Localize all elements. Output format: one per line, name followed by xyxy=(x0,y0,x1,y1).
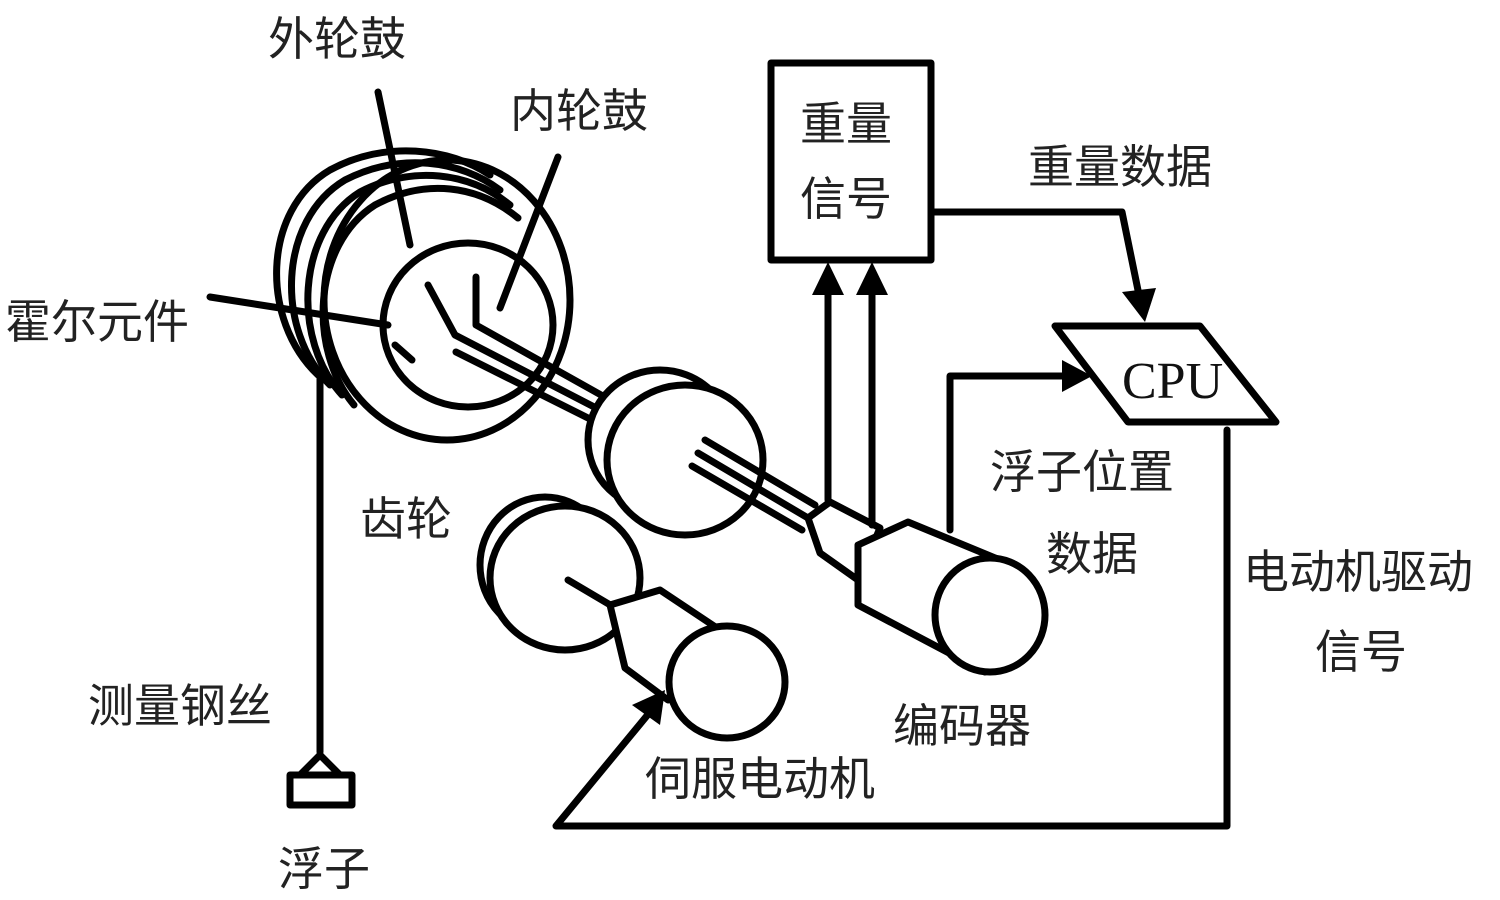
float-position-line xyxy=(946,372,1074,534)
weight-signal-box xyxy=(767,59,935,264)
shaft-line-2 xyxy=(452,348,600,426)
shaft-line-1 xyxy=(451,331,604,414)
inner-drum-rim xyxy=(379,239,557,411)
motor-drive-arrowhead xyxy=(632,690,665,725)
servo-motor-end-cap xyxy=(665,622,789,742)
encoder-shaft xyxy=(688,436,819,534)
label-float-position-1: 浮子位置 xyxy=(990,445,1174,499)
label-float: 浮子 xyxy=(278,842,370,896)
label-encoder: 编码器 xyxy=(893,699,1031,753)
label-gear: 齿轮 xyxy=(360,492,452,546)
wire-coil-3 xyxy=(304,171,514,399)
leader-inner-drum xyxy=(496,153,562,312)
enc-shaft-3 xyxy=(688,462,806,534)
arrowhead-1 xyxy=(812,262,844,295)
outer-drum xyxy=(273,147,574,444)
float xyxy=(286,751,356,809)
label-motor-drive-1: 电动机驱动 xyxy=(1243,545,1473,599)
inner-hub-mark xyxy=(424,281,459,339)
servo-gear-front xyxy=(486,502,644,654)
encoder xyxy=(804,498,1049,676)
float-position-arrow xyxy=(946,360,1092,534)
inner-hub-mark-3 xyxy=(391,341,416,364)
main-gear-front xyxy=(603,381,767,539)
servo-gear-shaft xyxy=(564,576,616,610)
float-body xyxy=(286,771,356,809)
label-measuring-wire: 测量钢丝 xyxy=(88,679,272,733)
encoder-end-cap xyxy=(931,554,1049,676)
label-cpu: CPU xyxy=(1122,353,1223,410)
motor-drive-line xyxy=(552,426,1231,830)
enc-shaft-1 xyxy=(701,436,819,509)
weight-data-line xyxy=(927,208,1144,304)
inner-drum xyxy=(379,239,614,411)
encoder-to-weight-arrows xyxy=(812,262,888,529)
label-weight-signal-1: 重量 xyxy=(800,97,892,151)
arrowhead-2 xyxy=(856,262,888,295)
leader-hall-element xyxy=(206,293,392,329)
label-servo-motor: 伺服电动机 xyxy=(645,752,875,806)
float-position-arrowhead xyxy=(1062,360,1092,392)
servo-motor xyxy=(606,586,789,742)
inner-hub-mark-2 xyxy=(472,273,614,404)
enc-shaft-2 xyxy=(694,449,812,522)
drum-shaft xyxy=(451,331,604,426)
wire-coil-1 xyxy=(273,147,494,379)
label-inner-drum: 内轮鼓 xyxy=(510,84,648,138)
label-weight-signal-2: 信号 xyxy=(800,172,892,226)
weight-data-arrow xyxy=(927,208,1156,322)
wire-coil-4 xyxy=(319,184,522,409)
label-float-position-2: 数据 xyxy=(1046,527,1138,581)
cpu-block xyxy=(1051,322,1280,426)
leader-outer-drum xyxy=(374,88,414,249)
servo-gear xyxy=(476,493,644,654)
outer-drum-rim xyxy=(320,156,574,444)
float-hanger xyxy=(296,751,344,779)
weight-data-arrowhead xyxy=(1122,288,1156,322)
label-motor-drive-2: 信号 xyxy=(1315,625,1407,679)
main-gear xyxy=(584,366,767,539)
motor-drive-arrow xyxy=(552,426,1231,830)
label-hall-element: 霍尔元件 xyxy=(5,295,189,349)
wire-coil-2 xyxy=(288,159,504,389)
label-weight-data: 重量数据 xyxy=(1028,140,1212,194)
label-outer-drum: 外轮鼓 xyxy=(268,12,406,66)
